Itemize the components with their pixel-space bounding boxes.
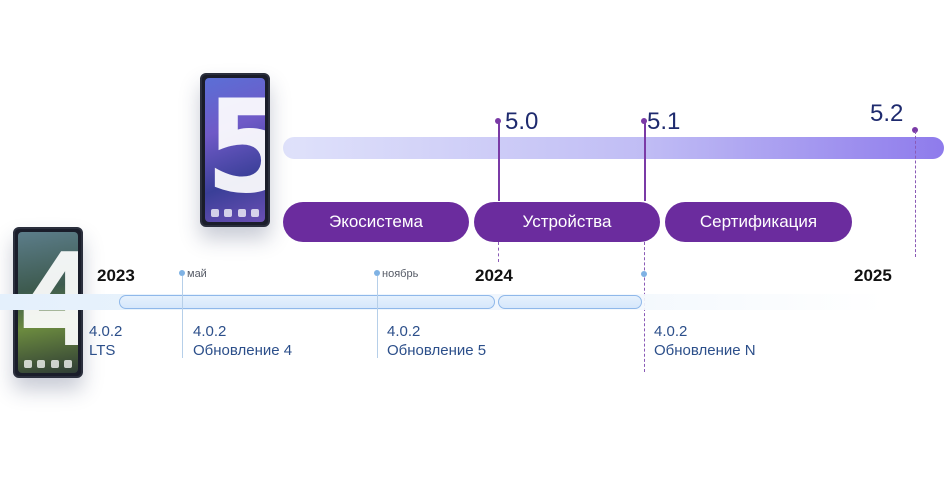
app-dock	[24, 360, 72, 368]
version-5-0-dashed-line	[498, 242, 499, 262]
period-2023-segment	[119, 295, 495, 309]
year-2023-label: 2023	[97, 266, 135, 285]
phone-screen: 5	[205, 78, 265, 222]
month-may-label: май	[187, 268, 207, 280]
version-5-digit: 5	[205, 84, 265, 212]
phase-devices-pill: Устройства	[474, 202, 660, 242]
version-5-0-line	[498, 121, 500, 201]
release-name: Обновление 4	[193, 342, 293, 359]
month-november-line	[377, 276, 378, 358]
month-may-dot	[179, 270, 185, 276]
phase-ecosystem-pill: Экосистема	[283, 202, 469, 242]
version-5-2-label: 5.2	[870, 100, 904, 127]
release-version: 4.0.2	[654, 323, 688, 340]
month-november-label: ноябрь	[382, 268, 419, 280]
release-update-4-label: 4.0.2 Обновление 4	[193, 322, 292, 360]
month-may-line	[182, 276, 183, 358]
phase-certification-pill: Сертификация	[665, 202, 852, 242]
year-2025-label: 2025	[854, 266, 892, 285]
month-november-dot	[374, 270, 380, 276]
release-version: 4.0.2	[193, 323, 227, 340]
release-name: Обновление 5	[387, 342, 487, 359]
phone-version-5-image: 5	[200, 73, 270, 227]
version-5-2-dot	[912, 127, 918, 133]
release-update-n-label: 4.0.2 Обновление N	[654, 322, 756, 360]
release-name: LTS	[89, 342, 116, 359]
period-2024-segment	[498, 295, 642, 309]
version-5-2-dashed-line	[915, 131, 916, 257]
app-dock	[211, 209, 259, 217]
version-5-track	[283, 137, 944, 159]
version-5-1-line	[644, 121, 646, 201]
release-update-5-label: 4.0.2 Обновление 5	[387, 322, 486, 360]
version-5-1-label: 5.1	[647, 108, 681, 135]
update-n-dot	[641, 271, 647, 277]
release-name: Обновление N	[654, 342, 756, 359]
release-lts-label: 4.0.2 LTS	[89, 322, 122, 360]
release-version: 4.0.2	[89, 323, 123, 340]
year-2024-label: 2024	[475, 266, 513, 285]
version-5-0-label: 5.0	[505, 108, 539, 135]
release-version: 4.0.2	[387, 323, 421, 340]
